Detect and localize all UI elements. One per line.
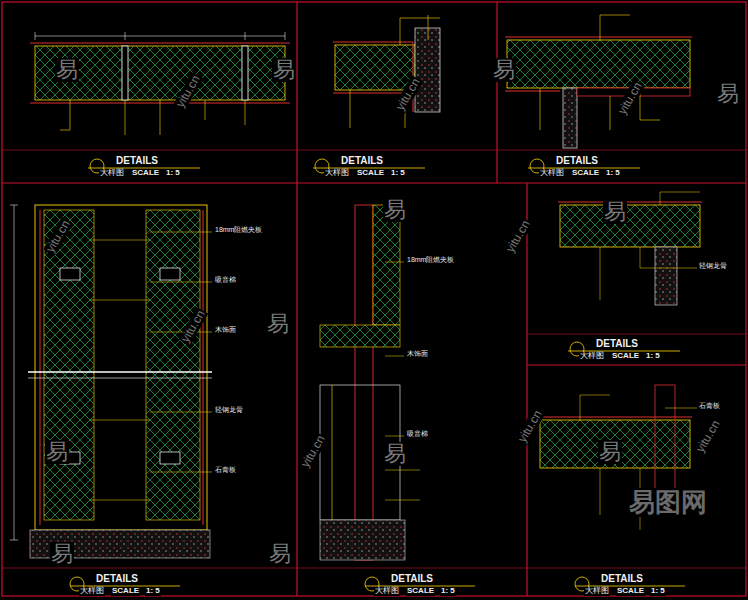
corner-section: [558, 192, 702, 305]
callout-text: 轻钢龙骨: [698, 262, 728, 270]
callout-text: 吸音棉: [214, 276, 237, 284]
scale-label: SCALE: [131, 169, 160, 178]
watermark: 易: [45, 440, 69, 464]
watermark: 易: [716, 82, 740, 106]
detail-subtitle: 大样图: [374, 587, 400, 596]
callout-text: 石膏板: [214, 466, 237, 474]
detail-subtitle: 大样图: [79, 587, 105, 596]
watermark-url: yitu.cn: [615, 79, 645, 117]
callout-text: 轻钢龙骨: [214, 406, 244, 414]
callout-text: 木饰面: [406, 350, 429, 358]
scale-label: SCALE: [406, 587, 435, 596]
detail-subtitle: 大样图: [579, 352, 605, 361]
detail-subtitle: 大样图: [324, 169, 350, 178]
wall-section: [320, 205, 420, 560]
watermark-url: yitu.cn: [298, 432, 328, 470]
watermark: 易: [266, 312, 290, 336]
detail-heading: DETAILS: [390, 573, 434, 584]
callout-text: 木饰面: [214, 326, 237, 334]
scale-label: SCALE: [571, 169, 600, 178]
watermark: 易: [598, 440, 622, 464]
detail-subtitle: 大样图: [99, 169, 125, 178]
watermark-url: yitu.cn: [393, 75, 423, 113]
detail-heading: DETAILS: [595, 338, 639, 349]
watermark-url: yitu.cn: [515, 407, 545, 445]
watermark-logo: 易图网: [628, 488, 708, 517]
watermark-url: yitu.cn: [173, 72, 203, 110]
scale-label: SCALE: [111, 587, 140, 596]
corner-section: [333, 15, 440, 128]
watermark: 易: [383, 198, 407, 222]
scale-value: 1: 5: [145, 587, 161, 596]
watermark: 易: [272, 58, 296, 82]
callout-text: 18mm阻燃夹板: [214, 226, 263, 234]
watermark: 易: [55, 58, 79, 82]
watermark: 易: [268, 542, 292, 566]
scale-value: 1: 5: [390, 169, 406, 178]
scale-value: 1: 5: [165, 169, 181, 178]
detail-heading: DETAILS: [340, 155, 384, 166]
scale-label: SCALE: [611, 352, 640, 361]
watermark: 易: [603, 200, 627, 224]
corner-section: [505, 15, 692, 148]
detail-subtitle: 大样图: [584, 587, 610, 596]
scale-value: 1: 5: [645, 352, 661, 361]
detail-heading: DETAILS: [600, 573, 644, 584]
scale-label: SCALE: [356, 169, 385, 178]
watermark: 易: [383, 442, 407, 466]
scale-label: SCALE: [616, 587, 645, 596]
callout-text: 吸音棉: [406, 430, 429, 438]
watermark-url: yitu.cn: [178, 307, 208, 345]
detail-heading: DETAILS: [555, 155, 599, 166]
scale-value: 1: 5: [605, 169, 621, 178]
wall-elevation-section: [10, 205, 212, 558]
detail-subtitle: 大样图: [539, 169, 565, 178]
watermark: 易: [50, 542, 74, 566]
callout-text: 18mm阻燃夹板: [406, 256, 455, 264]
detail-heading: DETAILS: [115, 155, 159, 166]
watermark-url: yitu.cn: [693, 417, 723, 455]
callout-text: 石膏板: [698, 402, 721, 410]
scale-value: 1: 5: [440, 587, 456, 596]
scale-value: 1: 5: [650, 587, 666, 596]
detail-heading: DETAILS: [95, 573, 139, 584]
watermark: 易: [492, 58, 516, 82]
watermark-url: yitu.cn: [503, 217, 533, 255]
wall-section: [30, 32, 290, 135]
watermark-url: yitu.cn: [43, 217, 73, 255]
